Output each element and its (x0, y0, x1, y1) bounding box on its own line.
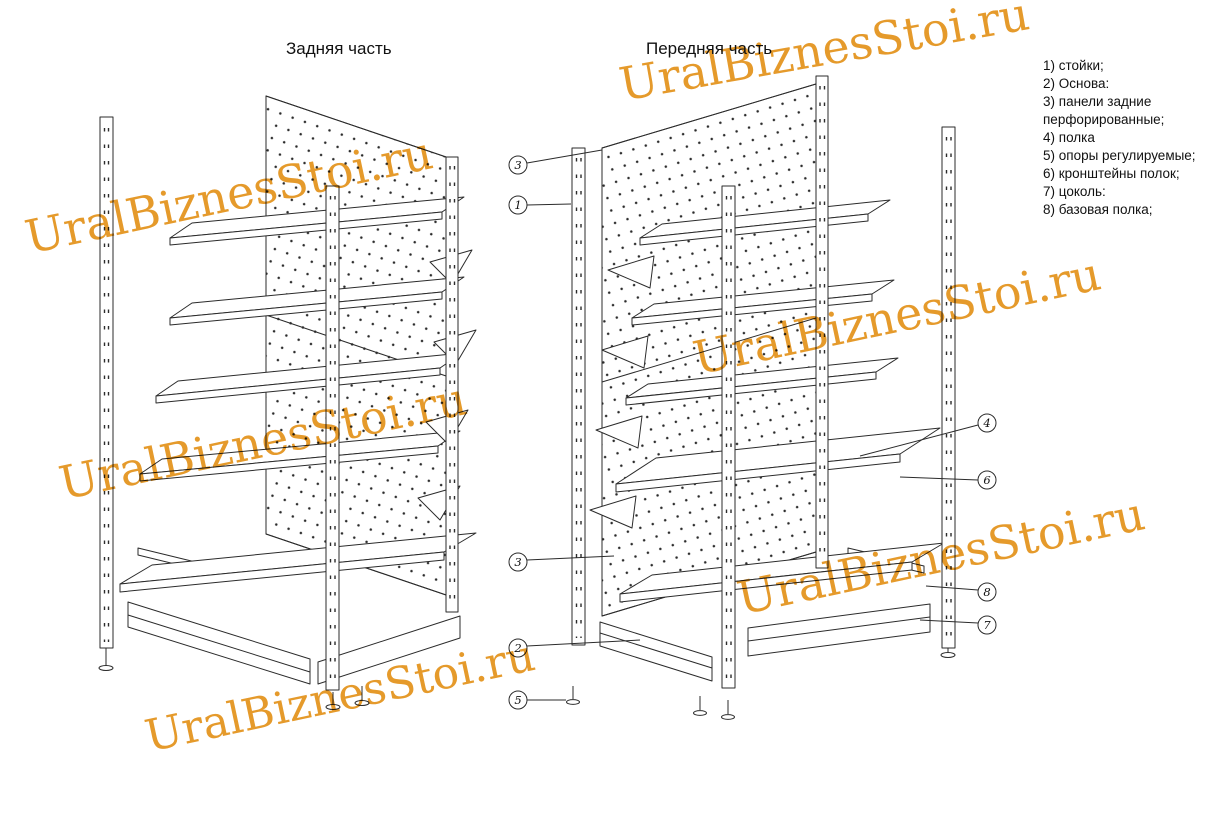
base-shelf (619, 542, 945, 603)
upright-post (445, 156, 459, 613)
adjustable-foot (940, 648, 956, 658)
callout-bracket: 6 (899, 470, 997, 490)
legend-item: 1) стойки; (1043, 58, 1104, 73)
svg-text:7: 7 (983, 618, 991, 632)
upright-post (99, 116, 114, 649)
pegboard-panel-back-unit (265, 95, 453, 598)
callout-panel-top: 3 (508, 149, 603, 175)
title-front-section: Передняя часть (646, 39, 773, 58)
callout-post: 1 (508, 195, 572, 215)
legend-item: 4) полка (1043, 129, 1095, 145)
adjustable-foot (325, 692, 341, 710)
svg-text:5: 5 (514, 693, 521, 707)
adjustable-foot (566, 686, 580, 705)
upright-post (941, 126, 956, 649)
shelf (155, 352, 463, 404)
legend-item: 8) базовая полка; (1043, 201, 1153, 217)
shelf (625, 357, 899, 406)
adjustable-foot (98, 648, 114, 671)
plinth (599, 603, 931, 682)
shelf-bracket (601, 335, 649, 369)
upright-post (325, 185, 340, 691)
adjustable-foot (693, 696, 707, 716)
shelf-bracket (607, 255, 655, 289)
legend-item: 2) Основа: (1043, 75, 1110, 91)
title-back-section: Задняя часть (286, 39, 392, 58)
svg-text:3: 3 (514, 555, 521, 569)
shelf-large (615, 427, 941, 493)
back-unit-diagram (98, 95, 477, 710)
shelf-bracket (595, 415, 643, 449)
svg-text:4: 4 (982, 416, 990, 430)
callout-panel-bottom: 3 (508, 552, 615, 572)
upright-post (721, 185, 736, 689)
front-unit-diagram (566, 75, 956, 720)
callout-plinth: 7 (919, 615, 997, 635)
shelf (169, 276, 465, 326)
callout-shelf: 4 (859, 413, 997, 457)
adjustable-foot (721, 700, 735, 720)
plinth (127, 601, 461, 685)
upright-post (815, 75, 829, 569)
svg-text:3: 3 (514, 158, 521, 172)
svg-text:1: 1 (514, 198, 521, 212)
svg-text:2: 2 (513, 641, 521, 655)
upright-post (571, 147, 586, 646)
adjustable-foot (354, 686, 370, 706)
legend-item: 7) цоколь: (1043, 183, 1106, 199)
callout-foot: 5 (508, 690, 566, 710)
callout-base-shelf: 8 (925, 582, 997, 602)
callouts: 3 1 3 2 5 (508, 149, 997, 710)
legend-item: 5) опоры регулируемые; (1043, 147, 1196, 163)
callout-base: 2 (508, 638, 641, 658)
shelf (169, 196, 465, 246)
legend-item: 6) кронштейны полок; (1043, 165, 1180, 181)
svg-text:8: 8 (983, 585, 990, 599)
legend: 1) стойки; 2) Основа: 3) панели задние п… (1043, 57, 1219, 219)
shelf-bracket (589, 495, 637, 529)
legend-item: 3) панели задние перфорированные; (1043, 93, 1165, 127)
base-shelf (119, 532, 477, 593)
svg-text:6: 6 (983, 473, 990, 487)
